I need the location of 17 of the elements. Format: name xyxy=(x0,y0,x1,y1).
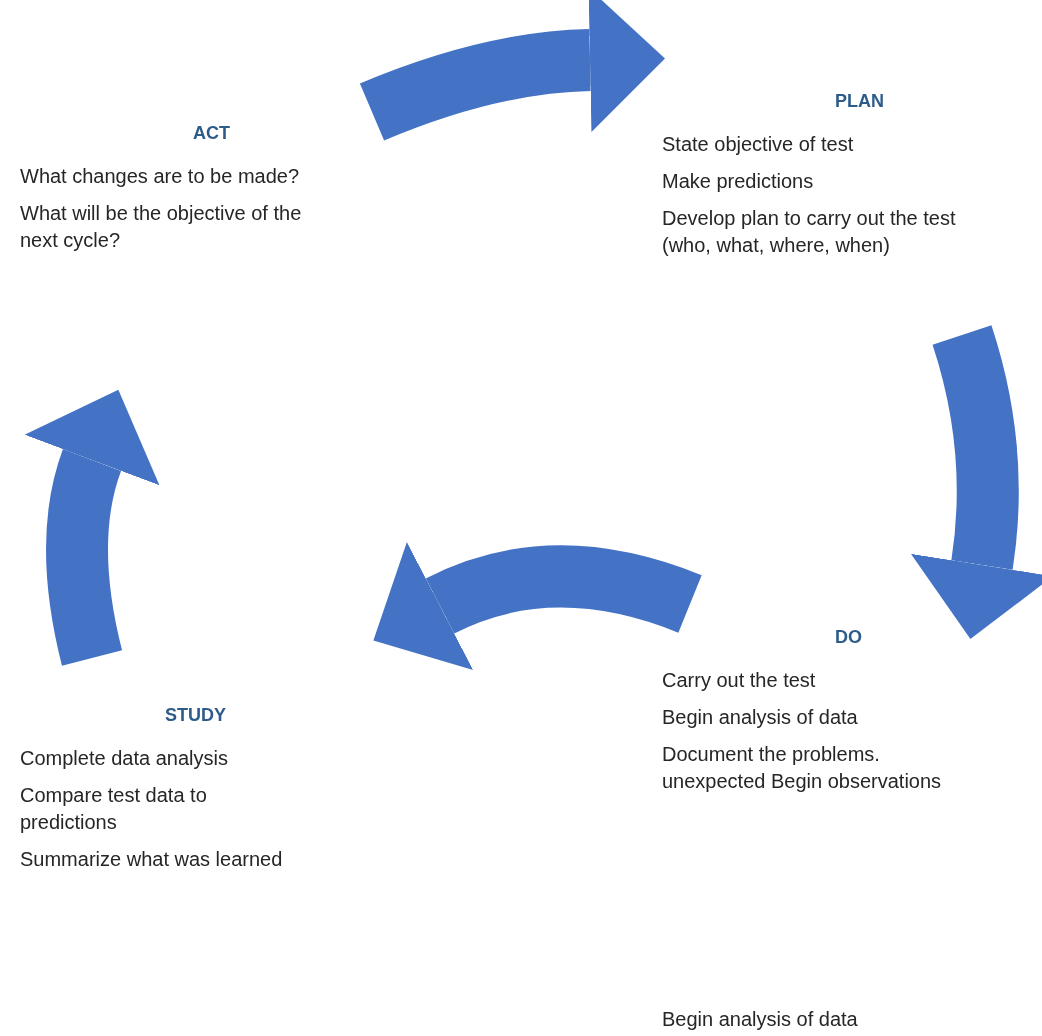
stage-step-text: Begin analysis of data xyxy=(662,705,859,730)
stage-step-text: Develop plan to carry out the test (who, what, where, when) xyxy=(662,206,957,258)
stage-heading: DO xyxy=(835,626,862,649)
stage-step-text: Document the problems. unexpected Begin observations xyxy=(662,742,943,794)
note-text: Begin analysis of data xyxy=(662,1007,858,1032)
stage-step-text: State objective of test xyxy=(662,132,855,157)
stage-step-text: Make predictions xyxy=(662,169,815,194)
stage-step-text: Compare test data to predictions xyxy=(20,783,208,835)
curved-arrow xyxy=(360,0,665,141)
stage-step-text: Complete data analysis xyxy=(20,746,229,771)
stage-step-text: What changes are to be made? xyxy=(20,164,301,189)
stage-step-text: Carry out the test xyxy=(662,668,817,693)
stage-heading: PLAN xyxy=(835,90,884,113)
stage-step-text: Summarize what was learned xyxy=(20,847,284,872)
stage-step-text: What will be the objective of the next cycle? xyxy=(20,201,303,253)
stage-heading: STUDY xyxy=(165,704,226,727)
stage-heading: ACT xyxy=(193,122,230,145)
